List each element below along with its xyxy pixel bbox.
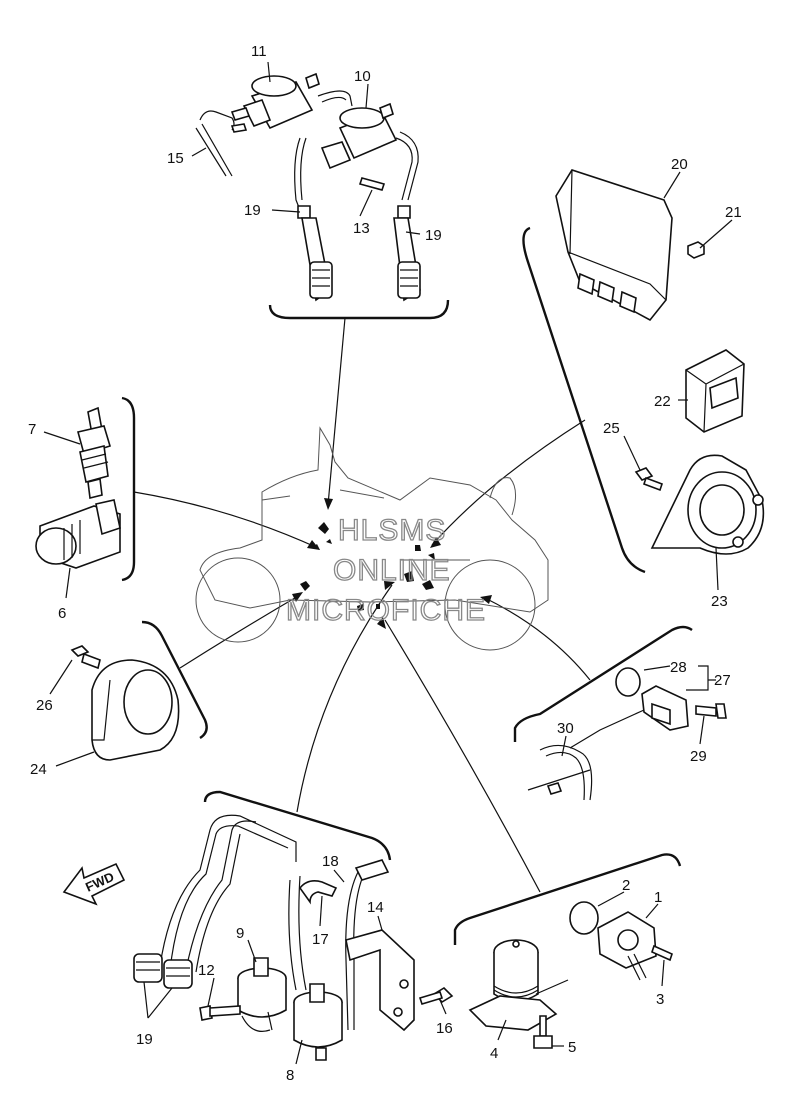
o-ring-2	[569, 901, 599, 935]
leader-bottom-right	[384, 619, 541, 893]
part-labels: 11 10 15 19 13 19 20 21 22 25 23 7 6 26 …	[28, 43, 742, 1084]
bracket-right	[522, 226, 646, 574]
watermark-line1: HLSMS	[338, 514, 446, 547]
label-6: 6	[58, 605, 66, 622]
clamp-17	[298, 880, 338, 905]
label-12: 12	[198, 962, 215, 979]
arrowhead	[430, 537, 441, 548]
label-17: 17	[312, 931, 329, 948]
label-9: 9	[236, 925, 244, 942]
label-4: 4	[490, 1045, 498, 1062]
label-1: 1	[654, 889, 662, 906]
bolt-26	[70, 645, 101, 670]
callout-leaders	[43, 61, 733, 1065]
ignition-coil-11	[242, 72, 320, 130]
watermark-line3: MICROFICHE	[286, 594, 486, 627]
label-7: 7	[28, 421, 36, 438]
label-28: 28	[670, 659, 687, 676]
screw-3	[651, 944, 673, 962]
label-27: 27	[714, 672, 731, 689]
forward-arrow: FWD	[62, 862, 126, 906]
label-22: 22	[654, 393, 671, 410]
screw-21	[687, 241, 705, 259]
ecu-20	[555, 169, 673, 322]
watermark: HLSMS ONLINE MICROFICHE	[285, 513, 486, 627]
bolt-12	[199, 1005, 241, 1021]
label-5: 5	[568, 1039, 576, 1056]
bracket-left-lower	[141, 620, 208, 740]
ignition-coil-9	[237, 957, 287, 1032]
bracket-right-lower	[513, 625, 693, 742]
ignition-coil-8	[288, 875, 343, 1061]
label-18: 18	[322, 853, 339, 870]
arrowhead	[377, 617, 386, 629]
label-3: 3	[656, 991, 664, 1008]
label-23: 23	[711, 593, 728, 610]
arrowhead	[384, 581, 395, 590]
leader-lines	[133, 317, 591, 893]
watermark-line2: ONLINE	[333, 554, 451, 587]
label-2: 2	[622, 877, 630, 894]
label-19-bottom: 19	[136, 1031, 153, 1048]
bolt-5	[533, 1015, 553, 1049]
label-21: 21	[725, 204, 742, 221]
bracket-bottom-left	[203, 790, 392, 861]
leader-left	[133, 491, 319, 549]
arrowhead	[324, 498, 333, 510]
leader-left-lower	[179, 594, 301, 669]
label-26: 26	[36, 697, 53, 714]
leader-bottom-left	[296, 584, 393, 813]
label-16: 16	[436, 1020, 453, 1037]
o-ring-28	[615, 667, 641, 697]
label-11: 11	[251, 43, 267, 60]
label-19-top-right: 19	[425, 227, 442, 244]
plug-cords-bottom	[133, 814, 297, 989]
label-24: 24	[30, 761, 47, 778]
group-brackets	[121, 226, 693, 945]
bracket-bottom-right	[453, 853, 682, 945]
label-13: 13	[353, 220, 370, 237]
motorcycle-outline	[195, 426, 549, 651]
bolt-16	[418, 986, 454, 1005]
bolt-25	[634, 467, 664, 492]
horn-24	[91, 659, 180, 761]
leader-right-lower	[484, 597, 591, 681]
plug-cords-top	[294, 90, 421, 302]
relay-22	[685, 349, 745, 433]
label-15: 15	[167, 150, 184, 167]
label-29: 29	[690, 748, 707, 765]
wire-15	[195, 107, 251, 177]
bracket-14	[345, 929, 415, 1032]
label-19-top-left: 19	[244, 202, 261, 219]
arrowhead	[480, 595, 492, 604]
sensor-7	[77, 406, 111, 499]
sensor-1	[597, 911, 657, 981]
arrowhead	[292, 592, 303, 602]
label-25: 25	[603, 420, 620, 437]
label-20: 20	[671, 156, 688, 173]
screw-13	[358, 177, 386, 191]
wire-30	[527, 744, 593, 801]
label-14: 14	[367, 899, 384, 916]
actuator-4	[468, 939, 569, 1031]
horn-23	[650, 454, 765, 555]
sensor-27	[569, 685, 689, 749]
bracket-top	[268, 299, 450, 320]
sensor-6	[35, 499, 121, 569]
bolt-29	[695, 703, 727, 719]
label-30: 30	[557, 720, 574, 737]
leader-right	[431, 419, 586, 546]
ignition-coil-10	[320, 102, 398, 170]
leader-top	[327, 317, 346, 506]
label-10: 10	[354, 68, 371, 85]
label-8: 8	[286, 1067, 294, 1084]
bracket-left	[121, 396, 136, 582]
